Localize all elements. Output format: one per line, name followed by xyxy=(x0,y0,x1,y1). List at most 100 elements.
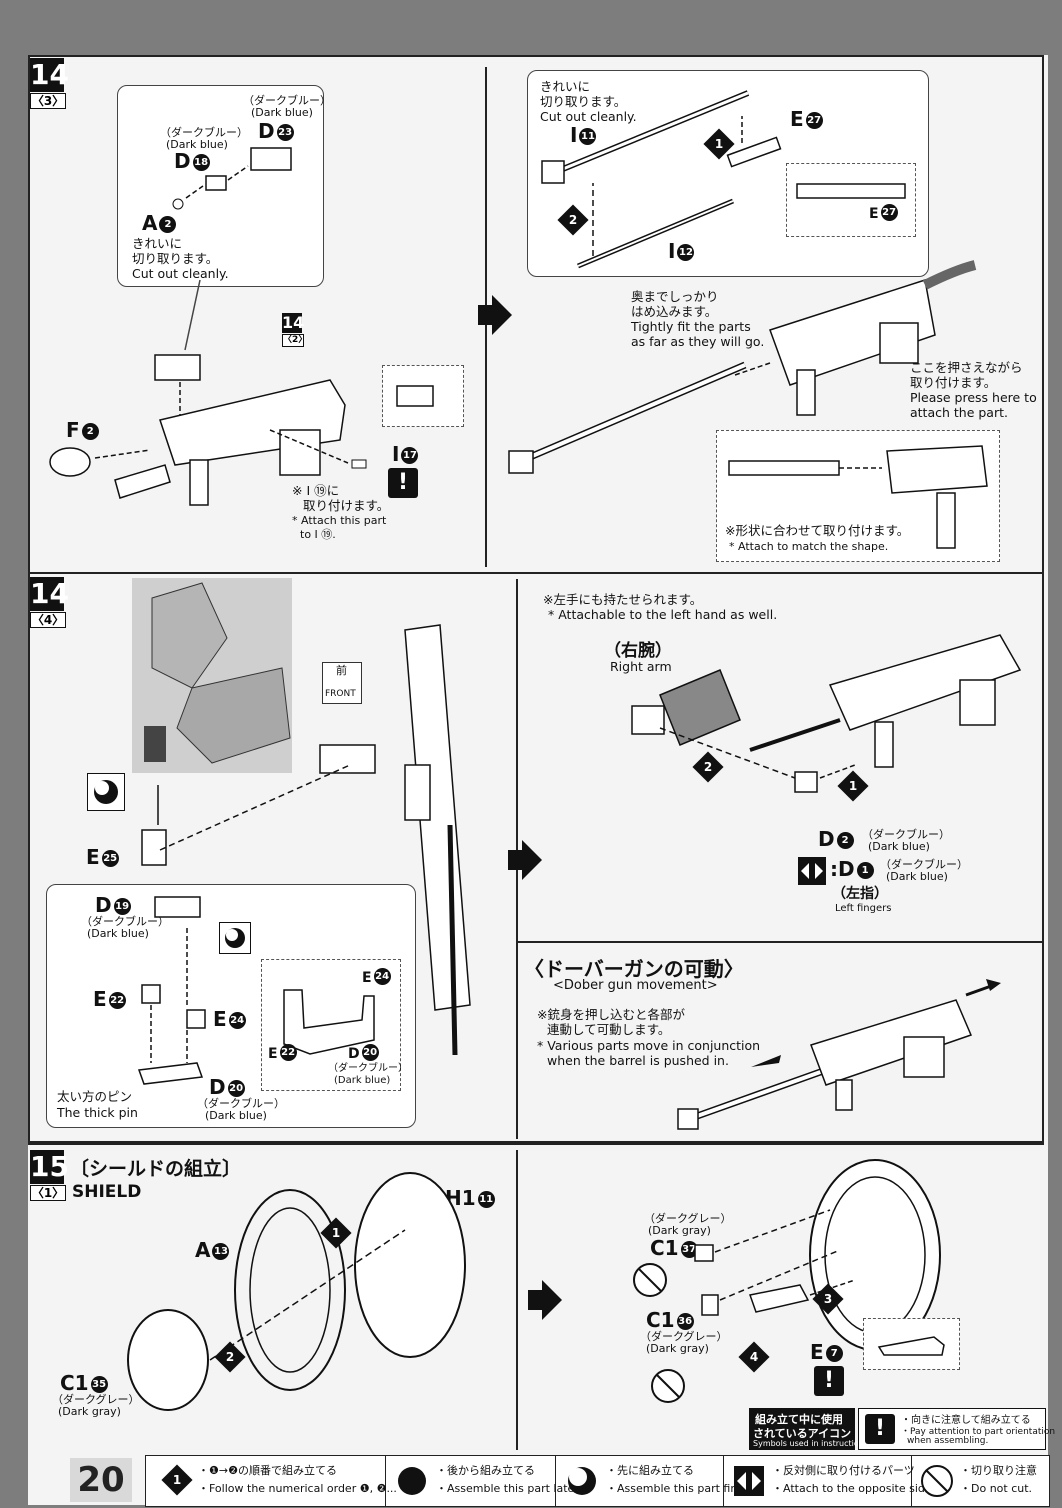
legend-first: ・先に組み立てる ・Assemble this part first. xyxy=(556,1456,748,1506)
color-note-jp: （ダークグレー） xyxy=(644,1212,732,1225)
icon-legend-title-jp: されているアイコン xyxy=(753,1427,852,1440)
assemble-first-icon xyxy=(219,922,251,954)
legend-text-jp: ・切り取り注意 xyxy=(960,1464,1037,1477)
legend-text-en: ・Do not cut. xyxy=(960,1482,1033,1495)
attach-note-en: to I ⑲. xyxy=(300,528,336,541)
shape-note-en: * Attach to match the shape. xyxy=(729,540,889,553)
legend-text-jp: ・先に組み立てる xyxy=(606,1464,694,1477)
order-marker-2: 2 xyxy=(214,1341,246,1373)
legend-text-jp: ・❶→❷の順番で組み立てる xyxy=(198,1464,337,1477)
assemble-later-icon xyxy=(398,1467,426,1495)
opposite-side-icon xyxy=(798,857,826,885)
color-note-en: (Dark blue) xyxy=(205,1109,267,1122)
movement-note-jp: ※銃身を押し込むと各部が xyxy=(537,1007,685,1022)
next-arrow-icon xyxy=(478,295,512,335)
order-marker-3: 3 xyxy=(812,1283,844,1315)
cut-note-en: Cut out cleanly. xyxy=(540,109,637,124)
section-divider xyxy=(28,572,1044,574)
step-number: 14 xyxy=(30,58,69,92)
orientation-warning-icon: ! xyxy=(388,468,418,498)
movement-title-jp: 〈ドーバーガンの可動〉 xyxy=(524,957,744,981)
step-number: 15 xyxy=(30,1150,69,1184)
icon-legend-title-en: Symbols used in instructions xyxy=(753,1439,868,1448)
legend-text-en: ・Assemble this part first. xyxy=(606,1482,749,1495)
do-not-cut-icon xyxy=(632,1262,668,1298)
orientation-legend-en: ・Pay attention to part orientation xyxy=(901,1427,1056,1437)
ref-step-number: 14 xyxy=(282,313,305,333)
color-note-jp: （ダークグレー） xyxy=(640,1330,728,1343)
fit-note-jp: はめ込みます。 xyxy=(631,304,718,319)
column-divider xyxy=(516,1150,518,1450)
cut-note-jp: 切り取ります。 xyxy=(540,94,627,109)
substep-label: 〈1〉 xyxy=(30,1185,66,1201)
attach-note-jp: 取り付けます。 xyxy=(303,498,390,513)
legend-text-en: ・Assemble this part later. xyxy=(436,1482,582,1495)
opposite-side-icon xyxy=(734,1466,764,1496)
color-note-jp: （ダークブルー） xyxy=(197,1097,285,1110)
color-note-jp: （ダークグレー） xyxy=(52,1393,140,1406)
next-arrow-icon xyxy=(508,840,542,880)
color-note-en: (Dark blue) xyxy=(868,840,930,853)
color-note-jp: （ダークブルー） xyxy=(160,126,248,139)
gun-barrel-assembly-drawing xyxy=(508,260,977,474)
shield-back-drawing xyxy=(694,1159,941,1351)
legend-text-jp: ・反対側に取り付けるパーツ xyxy=(772,1464,915,1477)
fit-note-en: Tightly fit the parts xyxy=(631,319,751,334)
assemble-first-icon xyxy=(87,773,125,811)
movement-note-jp: 連動して可動します。 xyxy=(547,1022,671,1037)
shield-assembly-drawing xyxy=(127,1172,466,1411)
front-label-en: FRONT xyxy=(325,689,356,699)
legend-text-en: ・Follow the numerical order ❶, ❷... xyxy=(198,1482,397,1495)
legend-order: 1 ・❶→❷の順番で組み立てる ・Follow the numerical or… xyxy=(146,1456,397,1506)
shape-note-jp: ※形状に合わせて取り付けます。 xyxy=(725,523,910,538)
fit-note-jp: 奥までしっかり xyxy=(631,289,719,304)
color-note-en: (Dark blue) xyxy=(251,106,313,119)
robot-shoulder-illustration xyxy=(132,578,292,773)
part-detail-box xyxy=(382,365,464,427)
left-hand-note-en: * Attachable to the left hand as well. xyxy=(548,607,778,622)
legend-do-not-cut: ・切り取り注意 ・Do not cut. xyxy=(912,1456,1049,1506)
arm-label-jp: （右腕） xyxy=(604,641,672,661)
page-number: 20 xyxy=(70,1458,132,1502)
cut-note-jp: 切り取ります。 xyxy=(132,251,219,266)
pin-note-jp: 太い方のピン xyxy=(57,1089,133,1104)
do-not-cut-icon xyxy=(921,1465,953,1497)
color-note-jp: （ダークブルー） xyxy=(81,915,169,928)
icon-legend-heading: 組み立て中に使用 されているアイコン Symbols used in instr… xyxy=(749,1408,868,1450)
instruction-frame xyxy=(28,55,1044,1143)
part-detail-box xyxy=(863,1318,960,1370)
color-note-en: (Dark blue) xyxy=(166,138,228,151)
barrel-drawing xyxy=(541,90,782,269)
color-note-jp: （ダークブルー） xyxy=(880,858,968,871)
press-note-jp: ここを押さえながら xyxy=(910,360,1023,375)
gun-movement-drawing xyxy=(677,979,1001,1130)
legend-text-jp: ・後から組み立てる xyxy=(436,1464,535,1477)
order-marker-1: 1 xyxy=(320,1217,352,1249)
cut-note-jp: きれいに xyxy=(132,236,183,251)
cut-note-jp: きれいに xyxy=(540,79,591,94)
press-note-jp: 取り付けます。 xyxy=(910,375,997,390)
order-marker-2: 2 xyxy=(692,751,724,783)
color-note-jp: （ダークブルー） xyxy=(243,94,331,107)
finger-label-en: Left fingers xyxy=(835,903,892,914)
section-divider xyxy=(518,941,1044,943)
ref-substep: 〈2〉 xyxy=(282,334,308,347)
movement-title-en: <Dober gun movement> xyxy=(553,978,718,993)
front-label-jp: 前 xyxy=(336,664,347,677)
icon-legend-title-jp: 組み立て中に使用 xyxy=(755,1413,843,1426)
section-divider xyxy=(28,1143,1044,1145)
